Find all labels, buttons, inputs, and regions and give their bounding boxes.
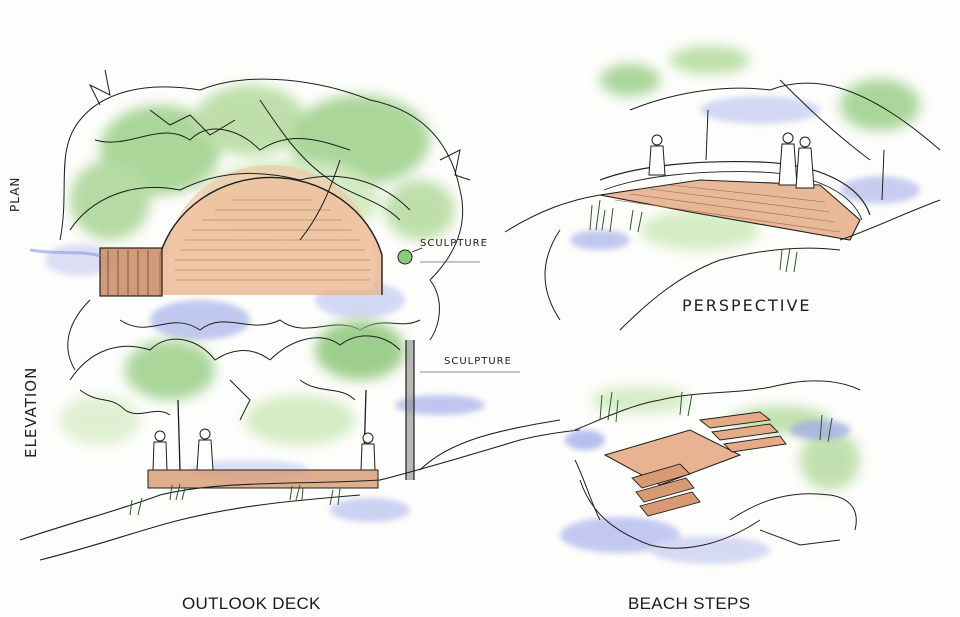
elevation-figures (152, 428, 376, 471)
plan-tree-linework (59, 69, 471, 371)
beach-steps-landing (605, 430, 740, 485)
beach-steps-treads (631, 463, 701, 517)
elevation-label: ELEVATION (22, 366, 40, 458)
elevation-view-drawing (19, 320, 581, 561)
sculpture-marker (397, 249, 413, 265)
perspective-view-drawing (504, 46, 941, 331)
perspective-deck (600, 180, 860, 240)
outlook-deck-caption: OUTLOOK DECK (182, 594, 321, 613)
beach-steps-drawing (560, 380, 861, 564)
plan-label: PLAN (8, 176, 22, 212)
perspective-figures (648, 132, 815, 189)
plan-view-drawing (29, 69, 480, 371)
sculpture-elevation-label: SCULPTURE (444, 356, 512, 367)
perspective-label: PERSPECTIVE (682, 296, 812, 315)
beach-steps-caption: BEACH STEPS (628, 594, 751, 613)
sculpture-plan-label: SCULPTURE (420, 238, 488, 249)
elevation-deck (148, 470, 378, 488)
